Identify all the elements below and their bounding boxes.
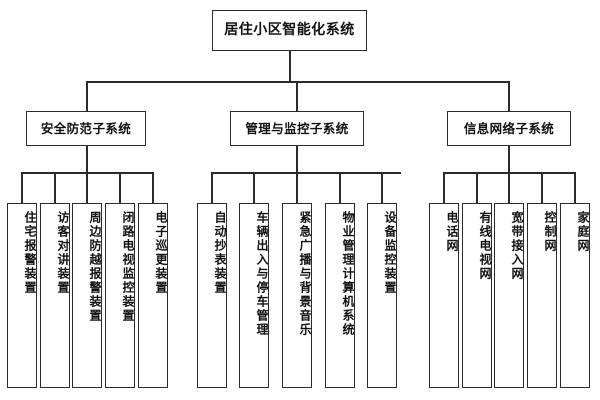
connector-group0-stem: [86, 146, 88, 172]
connector-branch0-drop: [86, 81, 88, 112]
leaf-node-control-network[interactable]: 控制网: [527, 203, 557, 388]
connector-group1-leaf4-drop: [381, 172, 383, 203]
branch-node-security-subsystem[interactable]: 安全防范子系统: [26, 111, 146, 146]
leaf-node-broadband-access-network[interactable]: 宽带接入网: [494, 203, 524, 388]
connector-group1-leaf1-drop: [253, 172, 255, 203]
connector-group2-leaf1-drop: [476, 172, 478, 203]
leaf-node-home-alarm-device[interactable]: 住宅报警装置: [7, 203, 37, 388]
connector-group0-leaf3-drop: [119, 172, 121, 203]
connector-group0-leaf1-drop: [54, 172, 56, 203]
connector-group2-leaf4-drop: [574, 172, 576, 203]
connector-group1-stem: [296, 146, 298, 172]
connector-group0-leaf0-drop: [21, 172, 23, 203]
leaf-node-emergency-broadcast-background-music[interactable]: 紧急广播与背景音乐: [282, 203, 312, 388]
connector-group2-leaf2-drop: [508, 172, 510, 203]
connector-group2-stem: [508, 146, 510, 172]
connector-group1-leaf0-drop: [211, 172, 213, 203]
connector-branch1-drop: [296, 81, 298, 112]
connector-group0-leaf2-drop: [86, 172, 88, 203]
connector-group0-leaf4-drop: [152, 172, 154, 203]
connector-group1-leaf3-drop: [339, 172, 341, 203]
leaf-node-property-management-computer-system[interactable]: 物业管理计算机系统: [325, 203, 355, 388]
leaf-node-telephone-network[interactable]: 电话网: [429, 203, 459, 388]
leaf-node-electronic-patrol-device[interactable]: 电子巡更装置: [138, 203, 168, 388]
connector-level2-bus: [86, 81, 510, 83]
connector-group1-bus: [211, 172, 401, 174]
connector-group1-leaf2-drop: [296, 172, 298, 203]
root-node-intelligent-residential-system[interactable]: 居住小区智能化系统: [212, 10, 367, 51]
connector-branch2-drop: [508, 81, 510, 112]
connector-group2-leaf3-drop: [541, 172, 543, 203]
leaf-node-cable-tv-network[interactable]: 有线电视网: [462, 203, 492, 388]
leaf-node-visitor-intercom-device[interactable]: 访客对讲装置: [40, 203, 70, 388]
leaf-node-automatic-meter-reading-device[interactable]: 自动抄表装置: [197, 203, 227, 388]
leaf-node-vehicle-access-parking-management[interactable]: 车辆出入与停车管理: [239, 203, 269, 388]
connector-group2-leaf0-drop: [443, 172, 445, 203]
leaf-node-cctv-surveillance-device[interactable]: 闭路电视监控装置: [105, 203, 135, 388]
branch-node-information-network-subsystem[interactable]: 信息网络子系统: [447, 111, 571, 146]
leaf-node-home-network[interactable]: 家庭网: [560, 203, 590, 388]
connector-root-stem: [289, 51, 291, 82]
leaf-node-equipment-monitoring-device[interactable]: 设备监控装置: [367, 203, 397, 388]
branch-node-management-monitoring-subsystem[interactable]: 管理与监控子系统: [230, 111, 364, 146]
leaf-node-perimeter-intrusion-alarm-device[interactable]: 周边防越报警装置: [72, 203, 102, 388]
